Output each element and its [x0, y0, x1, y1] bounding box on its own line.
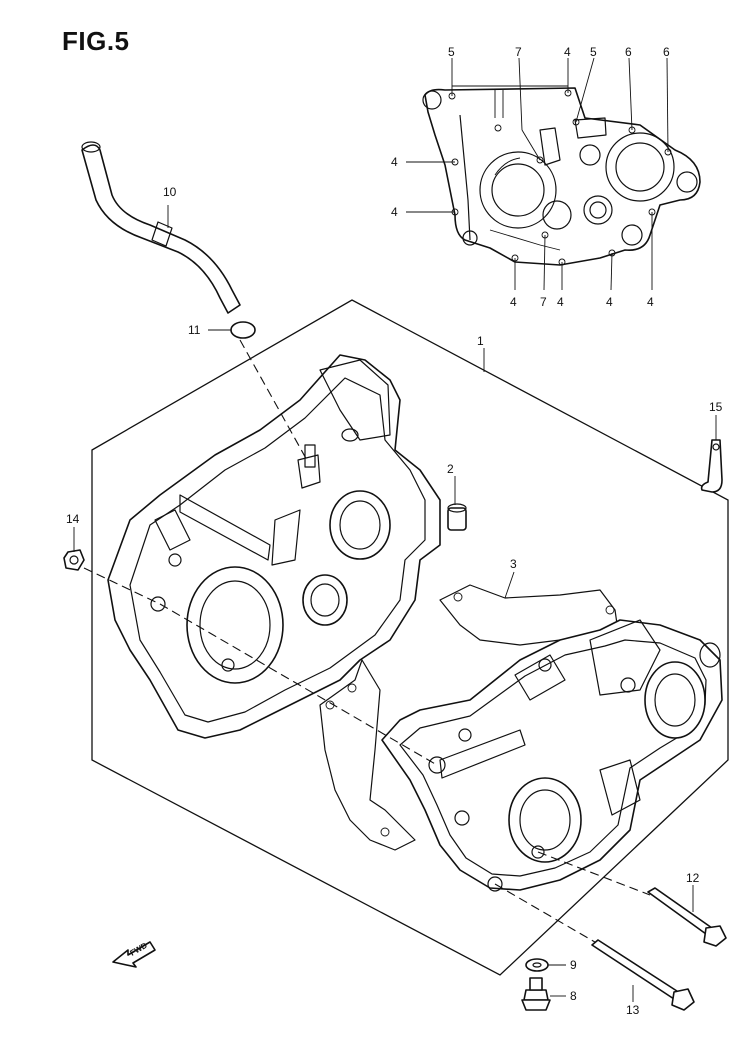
- hose-clamp: [208, 321, 256, 339]
- callout-13: 13: [626, 1003, 640, 1017]
- callout-4: 4: [557, 295, 564, 309]
- dowel-pin: [447, 476, 467, 531]
- figure-title: FIG.5: [62, 26, 130, 56]
- inset-leader-lines: [406, 57, 669, 291]
- callout-7: 7: [540, 295, 547, 309]
- hose-guide-clip: [700, 415, 723, 493]
- assembly-outline: [91, 299, 729, 976]
- callout-4: 4: [564, 45, 571, 59]
- callout-labels: 1 2 3 4 4 4 4 4 4 4 4 5 5 6 6 7 7 8 9 10…: [66, 45, 723, 1017]
- washer: [525, 958, 566, 972]
- callout-14: 14: [66, 512, 80, 526]
- callout-15: 15: [709, 400, 723, 414]
- callout-5: 5: [448, 45, 455, 59]
- callout-6: 6: [625, 45, 632, 59]
- assembly-axes: [83, 339, 651, 946]
- right-crankcase-half: [381, 619, 723, 892]
- callout-11: 11: [188, 323, 201, 337]
- crankcase-bolt-short: [591, 939, 695, 1011]
- breather-hose: [81, 141, 241, 314]
- callout-8: 8: [570, 989, 577, 1003]
- forward-arrow-icon: FWD: [112, 941, 156, 968]
- callout-6: 6: [663, 45, 670, 59]
- crankcase-bolt-long: [647, 885, 727, 947]
- drain-bolt: [521, 977, 566, 1011]
- left-crankcase-half: [107, 354, 441, 739]
- callout-4: 4: [647, 295, 654, 309]
- callout-4: 4: [391, 205, 398, 219]
- callout-10: 10: [163, 185, 177, 199]
- callout-4: 4: [606, 295, 613, 309]
- oil-seal-cap: [63, 527, 85, 571]
- callout-7: 7: [515, 45, 522, 59]
- inset-crankcase-view: [422, 87, 701, 266]
- callout-9: 9: [570, 958, 577, 972]
- callout-4: 4: [391, 155, 398, 169]
- callout-2: 2: [447, 462, 454, 476]
- callout-12: 12: [686, 871, 700, 885]
- callout-1: 1: [477, 334, 484, 348]
- callout-5: 5: [590, 45, 597, 59]
- callout-3: 3: [510, 557, 517, 571]
- callout-4: 4: [510, 295, 517, 309]
